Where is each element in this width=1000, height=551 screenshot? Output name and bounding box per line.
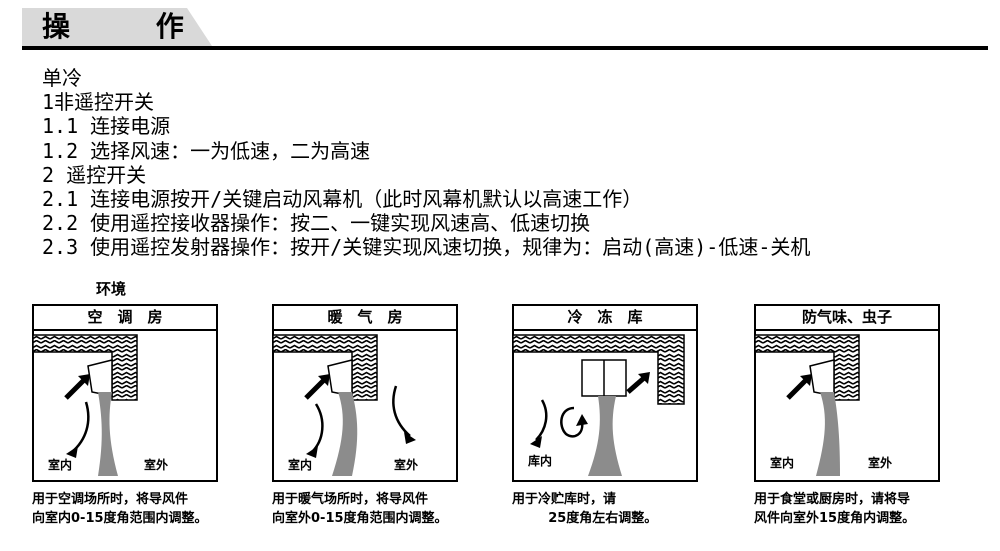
label-outdoor: 室外 bbox=[144, 458, 169, 472]
air-curtain-diagram bbox=[754, 304, 940, 482]
label-outdoor: 室外 bbox=[868, 456, 893, 470]
instruction-line: 1.1 连接电源 bbox=[42, 114, 171, 139]
panel-heated-room: 暖 气 房 室内 室外 bbox=[272, 304, 458, 482]
instruction-line: 1.2 选择风速：一为低速，二为高速 bbox=[42, 138, 371, 163]
label-outdoor: 室外 bbox=[394, 458, 419, 472]
caption-line: 风件向室外15度角内调整。 bbox=[754, 511, 916, 526]
caption-line: 向室内0-15度角范围内调整。 bbox=[32, 511, 208, 526]
air-curtain-diagram bbox=[32, 304, 218, 482]
air-curtain-diagram bbox=[512, 304, 698, 482]
instruction-list: 单冷 1非遥控开关 1.1 连接电源 1.2 选择风速：一为低速，二为高速 2 … bbox=[42, 66, 810, 260]
caption-heated-room: 用于暖气场所时，将导风件 向室外0-15度角范围内调整。 bbox=[272, 490, 448, 528]
instruction-line: 1非遥控开关 bbox=[42, 90, 155, 115]
panel-title: 空 调 房 bbox=[87, 308, 163, 326]
panel-title: 冷 冻 库 bbox=[567, 308, 643, 326]
caption-line: 向室外0-15度角范围内调整。 bbox=[272, 511, 448, 526]
instruction-line: 单冷 bbox=[42, 66, 82, 90]
caption-line: 用于食堂或厨房时，请将导 bbox=[754, 492, 911, 507]
instruction-line: 2.3 使用遥控发射器操作：按开/关键实现风速切换，规律为：启动(高速)-低速-… bbox=[42, 235, 811, 260]
air-curtain-diagram bbox=[272, 304, 458, 482]
panel-title: 暖 气 房 bbox=[327, 308, 403, 326]
page-title: 操 作 bbox=[42, 10, 222, 43]
environment-label: 环境 bbox=[96, 280, 127, 298]
label-indoor: 室内 bbox=[288, 458, 313, 472]
caption-cold-storage: 用于冷贮库时，请 25度角左右调整。 bbox=[512, 490, 657, 528]
instruction-line: 2 遥控开关 bbox=[42, 162, 147, 187]
instruction-line: 2.2 使用遥控接收器操作：按二、一键实现风速高、低速切换 bbox=[42, 211, 591, 236]
caption-air-conditioned-room: 用于空调场所时，将导风件 向室内0-15度角范围内调整。 bbox=[32, 490, 208, 528]
caption-line: 用于暖气场所时，将导风件 bbox=[272, 492, 429, 507]
caption-line: 用于空调场所时，将导风件 bbox=[32, 492, 189, 507]
header-rule bbox=[22, 46, 988, 50]
label-indoor: 室内 bbox=[770, 456, 795, 470]
panel-title: 防气味、虫子 bbox=[801, 308, 892, 326]
panel-cold-storage: 冷 冻 库 库内 bbox=[512, 304, 698, 482]
caption-odor-insect: 用于食堂或厨房时，请将导 风件向室外15度角内调整。 bbox=[754, 490, 915, 528]
caption-line: 用于冷贮库时，请 bbox=[512, 492, 617, 507]
instruction-line: 2.1 连接电源按开/关键启动风幕机（此时风幕机默认以高速工作） bbox=[42, 187, 643, 212]
header-tab bbox=[22, 8, 212, 46]
label-storage-inside: 库内 bbox=[528, 454, 553, 468]
panel-odor-insect: 防气味、虫子 室内 室外 bbox=[754, 304, 940, 482]
caption-line: 25度角左右调整。 bbox=[512, 511, 658, 526]
panel-air-conditioned-room: 空 调 房 室内 室外 bbox=[32, 304, 218, 482]
label-indoor: 室内 bbox=[48, 458, 73, 472]
